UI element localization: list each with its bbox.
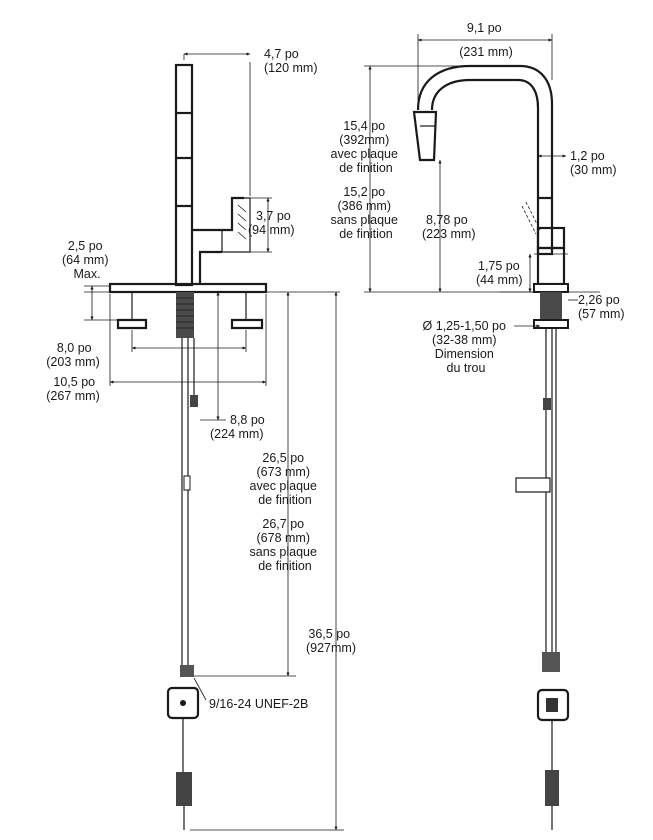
side-reach-label: 9,1 po (231 mm) — [459, 21, 512, 59]
side-view: 9,1 po (231 mm) 15,4 po (392mm) avec pla… — [331, 21, 625, 830]
front-hose-without-plate-label: 26,7 po (678 mm) sans plaque de finition — [250, 517, 321, 573]
side-hole-dimension-label: Ø 1,25-1,50 po (32-38 mm) Dimension du t… — [423, 319, 510, 375]
side-spout-width-label: 1,2 po (30 mm) — [570, 149, 617, 177]
front-view: 4,7 po (120 mm) 3,7 po (94 mm) 2,5 po (6… — [46, 47, 356, 831]
side-clearance-label: 8,78 po (223 mm) — [422, 213, 475, 241]
front-dimension-lines — [84, 52, 344, 831]
front-hose-with-plate-label: 26,5 po (673 mm) avec plaque de finition — [250, 451, 321, 507]
front-shank-label: 8,8 po (224 mm) — [210, 413, 268, 441]
front-reach-label: 4,7 po (120 mm) — [264, 47, 317, 75]
front-faucet-body — [84, 63, 340, 830]
side-faucet-body — [412, 64, 600, 830]
front-thread-label: 9/16-24 UNEF-2B — [209, 697, 308, 711]
side-dimension-lines — [364, 34, 578, 328]
side-base-diameter-label: 2,26 po (57 mm) — [578, 293, 625, 321]
front-spacing-label: 8,0 po (203 mm) — [46, 341, 99, 369]
front-sprayhead-label: 3,7 po (94 mm) — [248, 209, 295, 237]
side-height-with-plate-label: 15,4 po (392mm) avec plaque de finition — [331, 119, 402, 175]
side-base-height-label: 1,75 po (44 mm) — [476, 259, 523, 287]
front-deck-label: 2,5 po (64 mm) Max. — [62, 239, 112, 281]
side-height-without-plate-label: 15,2 po (386 mm) sans plaque de finition — [331, 185, 402, 241]
front-plate-label: 10,5 po (267 mm) — [46, 375, 99, 403]
front-total-hose-label: 36,5 po (927mm) — [306, 627, 356, 655]
